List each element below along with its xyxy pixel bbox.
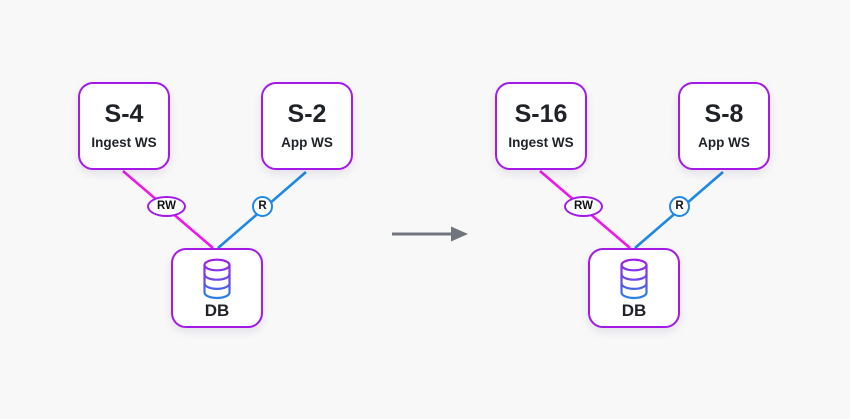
node-subtitle: Ingest WS: [508, 135, 574, 151]
rw-badge: RW: [147, 196, 186, 217]
r-badge: R: [252, 196, 273, 217]
diagram-before: S-4 Ingest WS S-2 App WS DB RW R: [70, 75, 370, 345]
node-subtitle: App WS: [281, 135, 333, 151]
rw-badge: RW: [564, 196, 603, 217]
app-ws-node: S-2 App WS: [261, 82, 353, 170]
node-title: S-8: [704, 100, 744, 129]
db-label: DB: [621, 301, 647, 321]
database-icon: [620, 258, 648, 300]
transition-arrow-icon: [392, 226, 468, 242]
node-title: S-16: [514, 100, 568, 129]
node-subtitle: App WS: [698, 135, 750, 151]
node-title: S-4: [104, 100, 144, 129]
ingest-ws-node: S-4 Ingest WS: [78, 82, 170, 170]
node-title: S-2: [287, 100, 327, 129]
r-badge: R: [669, 196, 690, 217]
app-ws-node: S-8 App WS: [678, 82, 770, 170]
db-node: DB: [171, 248, 263, 328]
node-subtitle: Ingest WS: [91, 135, 157, 151]
db-node: DB: [588, 248, 680, 328]
diagram-after: S-16 Ingest WS S-8 App WS DB RW R: [487, 75, 787, 345]
database-icon: [203, 258, 231, 300]
db-label: DB: [204, 301, 230, 321]
ingest-ws-node: S-16 Ingest WS: [495, 82, 587, 170]
